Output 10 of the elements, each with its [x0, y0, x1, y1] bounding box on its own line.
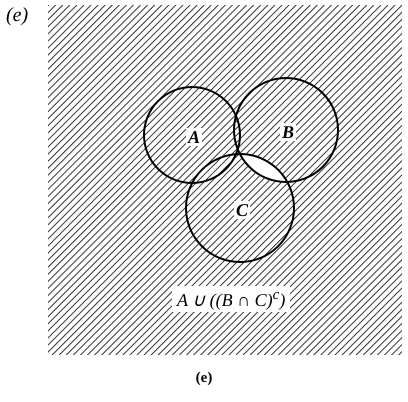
- set-label: B: [280, 123, 296, 141]
- panel-label: (e): [6, 4, 28, 27]
- figure-caption: (e): [196, 370, 212, 386]
- set-circle: [185, 153, 295, 263]
- set-expression: A ∪ ((B ∩ C)$^{c}$): [172, 286, 290, 312]
- set-circle: [143, 86, 241, 184]
- set-circle: [233, 77, 339, 183]
- set-label: C: [234, 201, 250, 219]
- set-label: A: [186, 128, 202, 146]
- hatched-universe-region: [48, 5, 402, 355]
